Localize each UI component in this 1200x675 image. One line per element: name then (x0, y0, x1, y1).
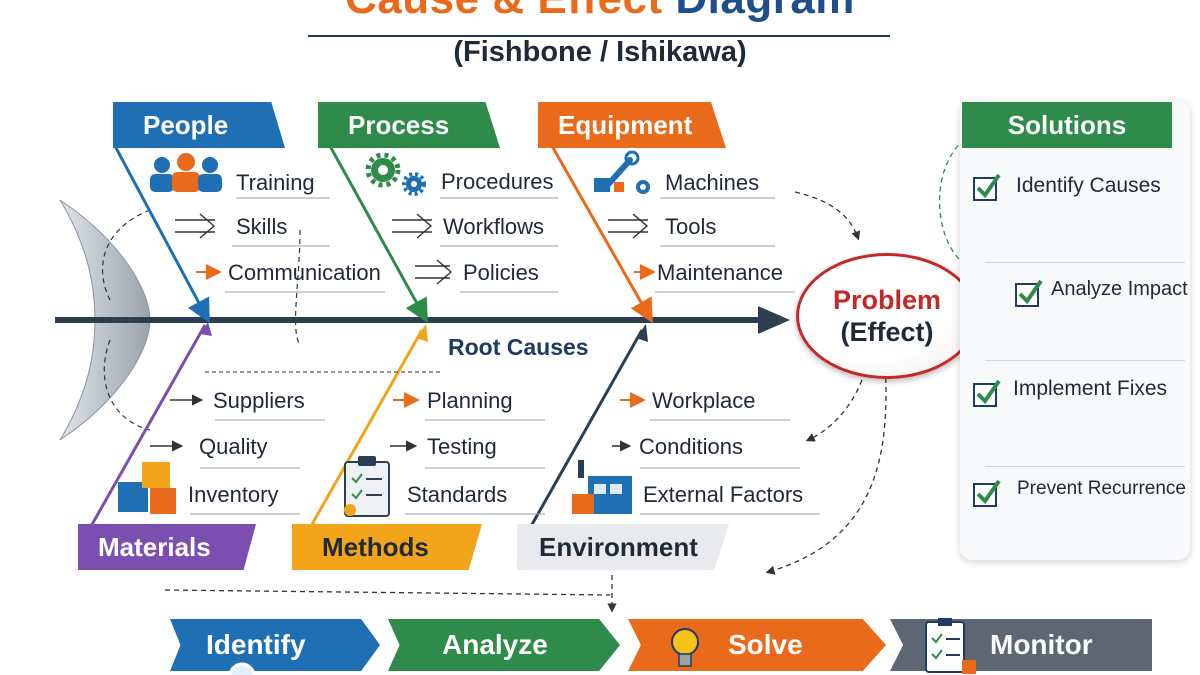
solution-item: Analyze Impact (1051, 278, 1188, 300)
cause-item: Training (236, 170, 315, 195)
step-analyze: Analyze (388, 619, 620, 671)
boxes-icon (118, 462, 176, 514)
cause-item: Workplace (652, 388, 756, 413)
divider (985, 262, 1185, 263)
cause-item: Suppliers (213, 388, 305, 413)
divider (985, 360, 1185, 361)
checkmark-icon (973, 379, 1001, 407)
page-title: Cause & Effect Diagram (300, 0, 900, 24)
checkmark-icon (973, 173, 1001, 201)
solutions-heading: Solutions (962, 102, 1172, 148)
step-identify: Identify (170, 619, 380, 671)
lightbulb-icon (671, 628, 699, 667)
cause-item: Policies (463, 260, 539, 285)
solution-item: Prevent Recurrence (1017, 478, 1186, 499)
spine-label: Root Causes (448, 334, 589, 360)
step-solve: Solve (628, 619, 886, 671)
cause-item: Workflows (443, 214, 545, 239)
cause-item: Testing (427, 434, 497, 459)
title-underline (308, 35, 890, 37)
problem-effect: Problem (Effect) (796, 253, 978, 379)
solution-item: Identify Causes (1016, 174, 1161, 197)
factory-icon (572, 460, 632, 514)
category-methods: Methods (292, 524, 482, 570)
cause-item: Inventory (188, 482, 279, 507)
wrench-gear-icon (594, 150, 650, 194)
cause-item: Planning (427, 388, 513, 413)
gears-icon (365, 152, 426, 196)
cause-item: Communication (228, 260, 381, 285)
cause-item: Quality (199, 434, 268, 459)
magnifier-icon (228, 662, 256, 675)
cause-item: Skills (236, 214, 288, 239)
cause-item: Procedures (441, 169, 554, 194)
checklist-icon (925, 618, 976, 674)
checkmark-icon (973, 479, 1001, 507)
category-process: Process (318, 102, 500, 148)
category-people: People (113, 102, 285, 148)
solution-item: Implement Fixes (1013, 377, 1168, 400)
problem-title: Problem (832, 285, 942, 315)
checkmark-icon (1015, 279, 1043, 307)
category-materials: Materials (78, 524, 256, 570)
category-equipment: Equipment (538, 102, 726, 148)
divider (985, 466, 1185, 467)
category-environment: Environment (517, 524, 729, 570)
clipboard-icon (344, 456, 390, 517)
cause-item: Standards (407, 482, 508, 507)
people-group-icon (150, 153, 222, 192)
cause-item: External Factors (643, 482, 804, 507)
cause-item: Machines (665, 170, 760, 195)
problem-subtitle: (Effect) (840, 317, 934, 347)
spine-arrowhead (758, 306, 790, 334)
cause-item: Conditions (639, 434, 743, 459)
cause-item: Tools (665, 214, 717, 239)
cause-item: Maintenance (657, 260, 783, 285)
page-subtitle: (Fishbone / Ishikawa) (453, 36, 747, 68)
